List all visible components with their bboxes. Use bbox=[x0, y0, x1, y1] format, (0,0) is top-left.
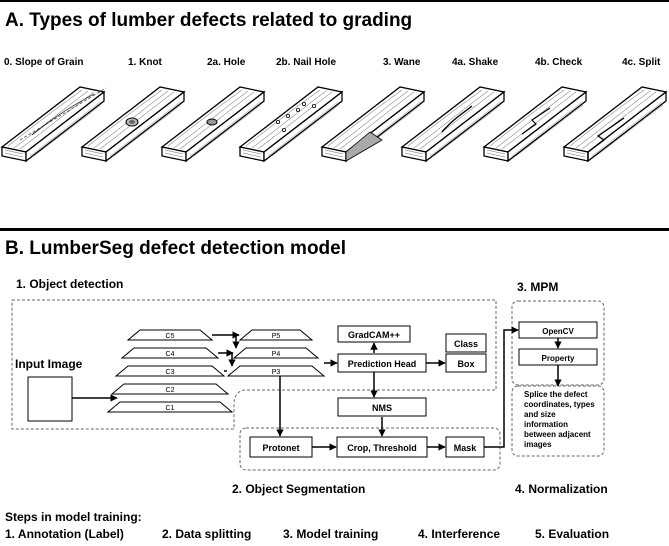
backbone-label-c1: C1 bbox=[166, 405, 175, 412]
board-wane-icon bbox=[321, 86, 425, 162]
board-hole-icon bbox=[161, 86, 265, 162]
fpn-stack bbox=[226, 329, 326, 377]
class-box bbox=[445, 333, 487, 353]
opencv-text: OpenCV bbox=[542, 327, 574, 336]
mpm-label: 3. MPM bbox=[517, 280, 559, 294]
input-image-label: Input Image bbox=[15, 357, 83, 371]
section-a-title: A. Types of lumber defects related to gr… bbox=[5, 10, 413, 31]
class-text: Class bbox=[454, 339, 478, 349]
defect-label-nail-hole: 2b. Nail Hole bbox=[276, 57, 337, 68]
defect-label-hole: 2a. Hole bbox=[207, 57, 246, 68]
prediction-head-text: Prediction Head bbox=[348, 359, 417, 369]
board-nail-hole-icon bbox=[239, 86, 343, 162]
training-step-annotation: 1. Annotation (Label) bbox=[5, 527, 124, 541]
mask-text: Mask bbox=[454, 443, 478, 453]
defect-label-wane: 3. Wane bbox=[383, 57, 421, 68]
backbone-label-c2: C2 bbox=[166, 387, 175, 394]
board-shake-icon bbox=[401, 86, 505, 162]
section-a-divider bbox=[0, 0, 669, 2]
fpn-connectors bbox=[212, 331, 240, 372]
board-knot-icon bbox=[81, 86, 185, 162]
defect-label-split: 4c. Split bbox=[622, 57, 661, 68]
board-check-icon bbox=[483, 86, 587, 162]
fpn-label-p4: P4 bbox=[272, 351, 281, 358]
input-image-box bbox=[27, 376, 73, 422]
board-split-icon bbox=[563, 86, 667, 162]
gradcam-text: GradCAM++ bbox=[348, 330, 400, 340]
segmentation-region bbox=[239, 427, 501, 471]
section-b-divider bbox=[0, 228, 669, 231]
model-diagram: GradCAM++ Prediction Head Class Box NMS … bbox=[11, 299, 605, 471]
training-title: Steps in model training: bbox=[5, 510, 142, 524]
object-detection-label: 1. Object detection bbox=[16, 277, 124, 291]
nms-box bbox=[337, 397, 427, 417]
protonet-text: Protonet bbox=[263, 443, 300, 453]
normalization-label: 4. Normalization bbox=[515, 482, 608, 496]
fpn-label-p3: P3 bbox=[272, 369, 281, 376]
lumber-boards bbox=[1, 86, 667, 162]
defect-label-shake: 4a. Shake bbox=[452, 57, 499, 68]
training-step-data-splitting: 2. Data splitting bbox=[162, 527, 252, 541]
training-step-interference: 4. Interference bbox=[418, 527, 501, 541]
backbone-label-c5: C5 bbox=[166, 333, 175, 340]
defect-label-check: 4b. Check bbox=[535, 57, 583, 68]
section-b-title: B. LumberSeg defect detection model bbox=[5, 238, 346, 259]
board-slope-of-grain-icon bbox=[1, 86, 107, 162]
defect-label-slope-of-grain: 0. Slope of Grain bbox=[4, 57, 84, 68]
crop-threshold-text: Crop, Threshold bbox=[347, 443, 417, 453]
box-box bbox=[445, 353, 487, 373]
gradcam-box bbox=[337, 325, 411, 343]
backbone-stack bbox=[106, 329, 234, 413]
object-detection-region bbox=[11, 299, 497, 430]
property-text: Property bbox=[542, 354, 575, 363]
backbone-label-c3: C3 bbox=[166, 369, 175, 376]
segmentation-label: 2. Object Segmentation bbox=[232, 482, 366, 496]
training-step-evaluation: 5. Evaluation bbox=[535, 527, 610, 541]
defect-label-knot: 1. Knot bbox=[128, 57, 162, 68]
backbone-label-c4: C4 bbox=[166, 351, 175, 358]
training-step-model-training: 3. Model training bbox=[283, 527, 379, 541]
box-text: Box bbox=[457, 359, 474, 369]
nms-text: NMS bbox=[372, 403, 392, 413]
mask-to-opencv-arrow bbox=[484, 326, 519, 448]
mpm-note: Splice the defect coordinates, types and… bbox=[524, 390, 595, 449]
fpn-label-p5: P5 bbox=[272, 333, 281, 340]
